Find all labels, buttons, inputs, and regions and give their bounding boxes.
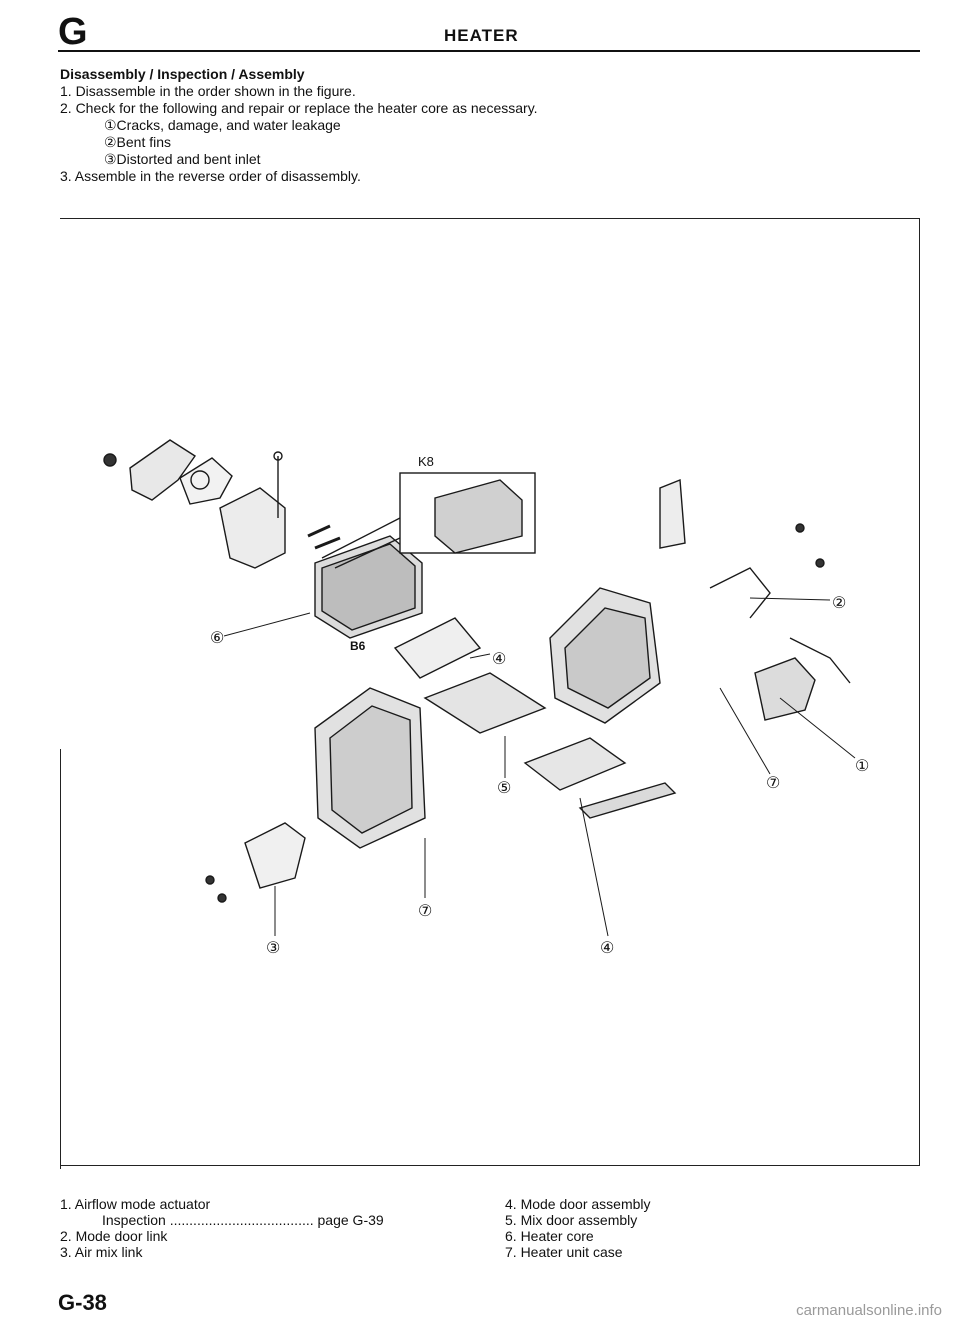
mode-door-link [659, 478, 825, 619]
check-item-3: ③Distorted and bent inlet [104, 151, 261, 167]
core-label-b6: B6 [350, 639, 366, 653]
step-1: 1. Disassemble in the order shown in the… [60, 83, 356, 99]
instructions: Disassembly / Inspection / Assembly 1. D… [60, 66, 900, 185]
heater-core [307, 524, 423, 639]
step-3: 3. Assemble in the reverse order of disa… [60, 168, 361, 184]
legend-item-5: 5. Mix door assembly [505, 1212, 638, 1228]
legend-item-2: 2. Mode door link [60, 1228, 168, 1244]
check-item-2: ②Bent fins [104, 134, 172, 150]
legend-item-1: 1. Airflow mode actuator [60, 1196, 211, 1212]
legend-item-6: 6. Heater core [505, 1228, 594, 1244]
air-mix-bracket [103, 439, 286, 569]
callout-1: ① [855, 758, 869, 775]
callout-3: ③ [266, 940, 280, 957]
header-rule [58, 50, 920, 52]
callout-5: ⑤ [497, 780, 511, 797]
legend-item-3: 3. Air mix link [60, 1244, 143, 1260]
leader-lines [223, 597, 856, 937]
section-letter: G [58, 11, 88, 53]
callout-2: ② [832, 595, 846, 612]
parts-legend-left: 1. Airflow mode actuator Inspection ....… [60, 1196, 490, 1260]
legend-item-1-reference: Inspection .............................… [102, 1212, 384, 1228]
air-mix-link [205, 822, 306, 903]
heater-unit-case-left [314, 687, 426, 849]
inset-label-k8: K8 [418, 454, 434, 469]
heater-unit-case-right [549, 587, 661, 724]
check-item-1: ①Cracks, damage, and water leakage [104, 117, 341, 133]
legend-item-7: 7. Heater unit case [505, 1244, 623, 1260]
callout-4-lower: ④ [600, 940, 614, 957]
parts-legend-right: 4. Mode door assembly 5. Mix door assemb… [505, 1196, 905, 1260]
airflow-mode-actuator [754, 637, 851, 721]
callout-7-right: ⑦ [766, 775, 780, 792]
figure-frame-left-edge [60, 749, 61, 1169]
callout-4-upper: ④ [492, 651, 506, 668]
legend-item-4: 4. Mode door assembly [505, 1196, 651, 1212]
page-header: G HEATER [58, 11, 920, 53]
callout-7-bottom: ⑦ [418, 903, 432, 920]
callout-6: ⑥ [210, 630, 224, 647]
figure-frame [60, 218, 920, 1169]
page-title: HEATER [444, 26, 519, 45]
watermark: carmanualsonline.info [796, 1302, 942, 1319]
k8-inset [321, 472, 536, 569]
exploded-diagram: K8 B6 ⑥ ④ ② ⑤ ⑦ ① ⑦ ③ ④ [103, 439, 869, 957]
instructions-heading: Disassembly / Inspection / Assembly [60, 66, 305, 82]
page-number: G-38 [58, 1290, 107, 1315]
step-2: 2. Check for the following and repair or… [60, 100, 538, 116]
mode-door-assembly [393, 617, 677, 819]
